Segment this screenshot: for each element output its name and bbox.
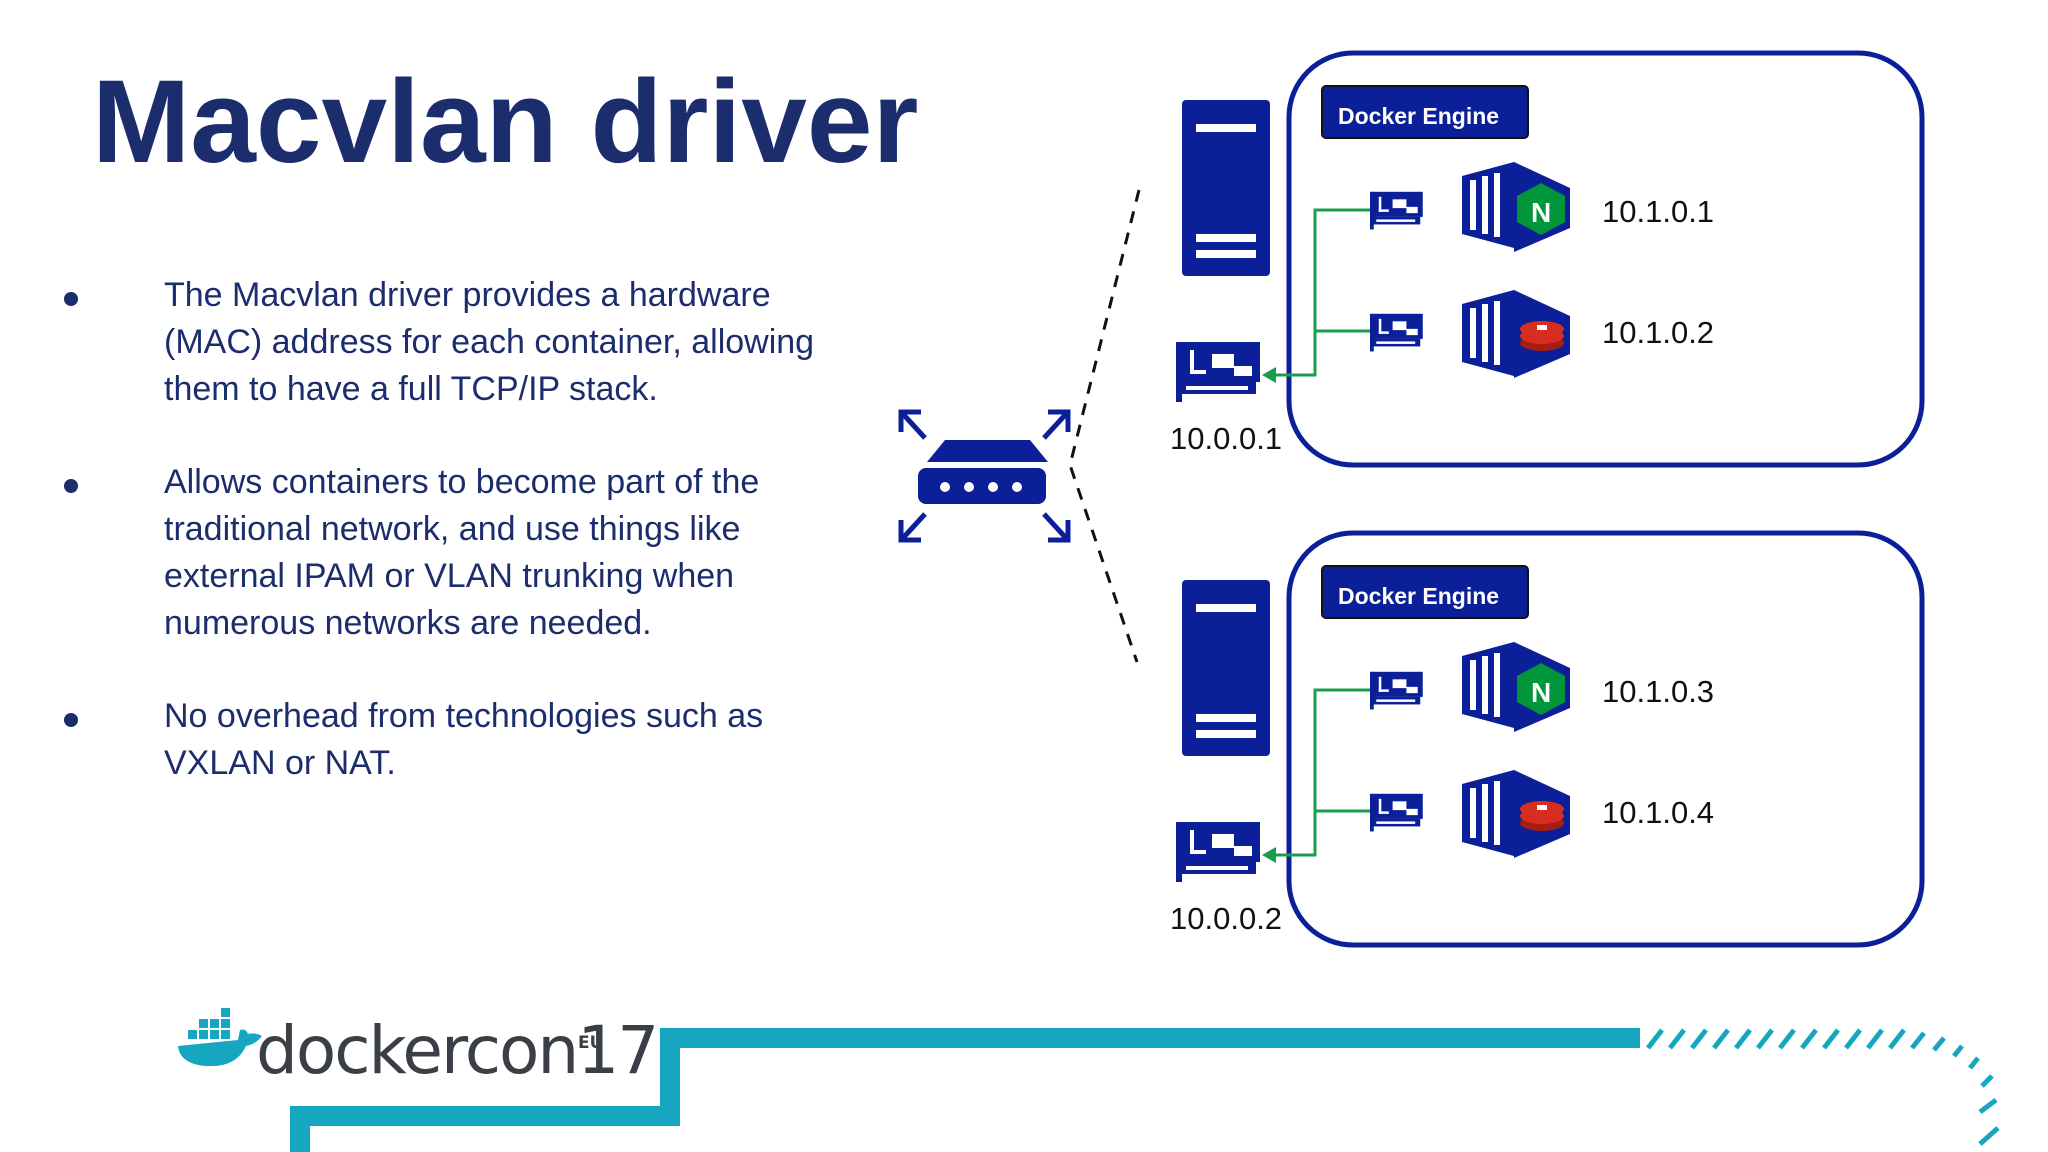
arrow-head [1262, 847, 1276, 863]
container-ip-label: 10.1.0.2 [1602, 315, 1714, 350]
macvlan-links [1272, 208, 1370, 377]
bullet-text: The Macvlan driver provides a hardware (… [164, 276, 815, 408]
redis-icon [1514, 770, 1570, 858]
server-icon [1182, 580, 1270, 756]
container-icon [1462, 642, 1514, 728]
bullet-list: The Macvlan driver provides a hardware (… [60, 272, 860, 833]
container-icon [1462, 290, 1514, 376]
container-icon [1462, 162, 1514, 248]
container-nic-icon [1370, 671, 1423, 710]
arrow-head [1262, 367, 1276, 383]
nginx-icon: N [1514, 162, 1570, 252]
macvlan-links [1272, 688, 1370, 857]
container-ip-label: 10.1.0.3 [1602, 674, 1714, 709]
host-2: Docker Engine 10.0.0.2 N 10.1.0.3 10.1.0… [1170, 530, 1925, 948]
bullet-dot [64, 479, 78, 493]
redis-icon [1514, 290, 1570, 378]
docker-engine-badge [1321, 85, 1529, 139]
bullet-item: No overhead from technologies such as VX… [60, 693, 860, 787]
container-nic-icon [1370, 313, 1423, 352]
host-ip-label: 10.0.0.2 [1170, 901, 1282, 936]
container-ip-label: 10.1.0.1 [1602, 194, 1714, 229]
svg-text:N: N [1531, 197, 1551, 228]
bullet-item: The Macvlan driver provides a hardware (… [60, 272, 860, 413]
docker-whale-icon [178, 1008, 262, 1067]
container-icon [1462, 770, 1514, 856]
server-icon [1182, 100, 1270, 276]
bullet-dot [64, 713, 78, 727]
host-ip-label: 10.0.0.1 [1170, 421, 1282, 456]
svg-text:N: N [1531, 677, 1551, 708]
switch-icon [898, 409, 1071, 543]
nginx-icon: N [1514, 642, 1570, 732]
bullet-text: Allows containers to become part of the … [164, 463, 760, 642]
dockercon-logo-region: EU [578, 1033, 604, 1053]
host-box [1286, 50, 1925, 468]
host-box [1286, 530, 1925, 948]
uplink-dashed-line [1068, 189, 1141, 663]
slide-title: Macvlan driver [92, 56, 919, 188]
container-ip-label: 10.1.0.4 [1602, 795, 1714, 830]
bullet-dot [64, 292, 78, 306]
container-nic-icon [1370, 191, 1423, 230]
docker-engine-label: Docker Engine [1338, 583, 1499, 609]
bullet-item: Allows containers to become part of the … [60, 459, 860, 647]
footer-decoration [290, 1028, 2000, 1152]
host-1: Docker Engine 10.0.0.1 N 10.1.0.1 10.1.0… [1170, 50, 1925, 468]
host-nic-icon [1176, 822, 1260, 882]
host-nic-icon [1176, 342, 1260, 402]
container-nic-icon [1370, 793, 1423, 832]
bullet-text: No overhead from technologies such as VX… [164, 697, 764, 782]
docker-engine-badge [1321, 565, 1529, 619]
dockercon-logo-text: dockercon17 [256, 1012, 659, 1089]
docker-engine-label: Docker Engine [1338, 103, 1499, 129]
